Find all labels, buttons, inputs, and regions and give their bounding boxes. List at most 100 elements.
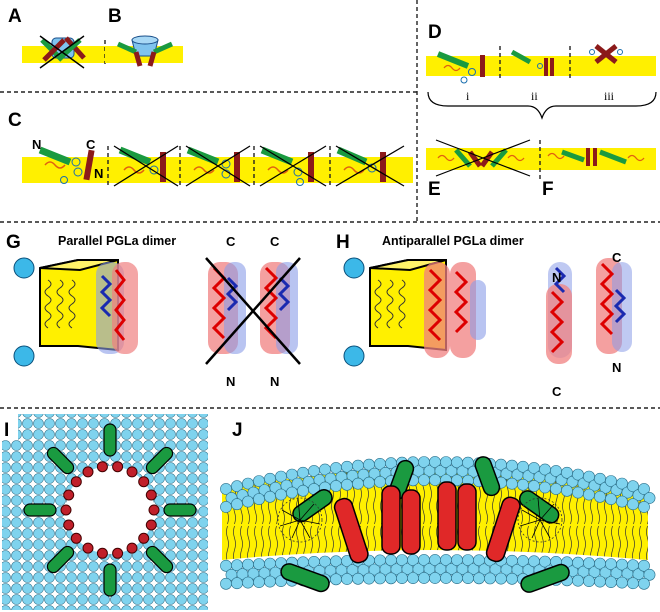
pore-bead — [138, 532, 150, 544]
headgroup — [506, 477, 518, 490]
title-antiparallel: Antiparallel PGLa dimer — [382, 234, 524, 248]
pore-beads — [60, 461, 160, 559]
pore-bead — [126, 466, 138, 478]
c-config-4 — [259, 145, 327, 187]
micelle-left — [277, 497, 323, 543]
headgroup — [616, 495, 628, 508]
svg-text:C: C — [86, 137, 96, 152]
pore-helix — [23, 503, 57, 517]
g-c-right: C — [270, 234, 280, 249]
panel-label-e: E — [428, 179, 441, 200]
h-c-left: C — [552, 384, 562, 399]
headgroup — [253, 493, 265, 505]
sublabel-iii: iii — [604, 89, 615, 103]
headgroup — [517, 478, 529, 491]
panel-j: J — [220, 420, 656, 593]
headgroup — [374, 572, 386, 585]
headgroup — [286, 486, 298, 499]
cross-mark-a — [39, 35, 85, 69]
pore-bead — [96, 461, 108, 473]
headgroup — [330, 480, 342, 492]
headgroup — [462, 572, 474, 584]
headgroup — [572, 486, 584, 499]
pore-helices-j — [280, 456, 570, 593]
headgroup — [264, 575, 276, 588]
headgroup — [561, 484, 573, 497]
headgroup — [396, 572, 408, 584]
pore-helix — [145, 446, 174, 475]
pore-helix — [163, 503, 197, 517]
headgroup — [484, 572, 496, 585]
pore-bead — [138, 476, 150, 488]
headgroup — [352, 477, 364, 490]
headgroup — [583, 575, 595, 587]
pore-bead — [63, 489, 75, 501]
tetramer-b — [116, 35, 174, 67]
pore-bead — [82, 542, 94, 554]
title-parallel: Parallel PGLa dimer — [58, 234, 176, 248]
panel-dividers — [0, 0, 660, 409]
pore-helix — [46, 446, 75, 475]
headgroup — [638, 577, 650, 590]
headgroup — [429, 572, 441, 584]
headgroup — [638, 501, 650, 513]
panel-label-h: H — [336, 232, 350, 253]
headgroup — [220, 501, 232, 513]
headgroup — [627, 577, 639, 590]
pore-i — [66, 466, 154, 554]
h-n-right: N — [612, 360, 621, 375]
headgroup — [616, 576, 628, 589]
panel-label-b: B — [108, 6, 122, 27]
pore-bead — [96, 547, 108, 559]
c-config-3 — [185, 145, 251, 187]
helix-dimer-g-left — [96, 262, 138, 354]
brace-d — [427, 91, 657, 120]
panel-b: B — [104, 6, 183, 67]
panel-i: I — [2, 414, 208, 610]
panel-ef: E F — [426, 139, 656, 200]
sublabel-i: i — [466, 89, 470, 103]
pore-helices — [23, 423, 197, 597]
svg-text:N: N — [32, 137, 41, 152]
headgroup — [643, 568, 656, 581]
pore-bead — [112, 547, 124, 559]
headgroup — [352, 572, 364, 585]
c-config-5 — [335, 145, 405, 187]
panel-label-j: J — [232, 420, 243, 441]
pore-bead — [145, 489, 157, 501]
headgroup — [220, 577, 232, 590]
headgroup — [418, 474, 430, 486]
headgroup — [363, 572, 375, 585]
pore-bead — [82, 466, 94, 478]
pore-helix — [46, 545, 75, 574]
headgroup — [341, 573, 353, 585]
g-c-left: C — [226, 234, 236, 249]
headgroup — [638, 483, 650, 495]
headgroup — [242, 495, 254, 508]
g-n-right: N — [270, 374, 279, 389]
headgroup — [418, 572, 430, 584]
headgroup — [330, 573, 342, 586]
headgroup — [506, 572, 518, 585]
tetramer-a — [40, 36, 86, 62]
headgroup — [429, 474, 441, 486]
d-config-iii — [589, 44, 623, 64]
micelle-right — [517, 497, 563, 543]
h-c-right: C — [612, 250, 622, 265]
helix-dimer-h-right — [546, 258, 632, 364]
headgroup — [594, 575, 606, 588]
panel-label-c: C — [8, 110, 22, 131]
headgroup — [231, 480, 243, 493]
panel-label-g: G — [6, 232, 21, 253]
pore-bead — [70, 532, 82, 544]
panel-g: G Parallel PGLa dimer — [6, 232, 301, 389]
panel-c: C N C N — [8, 110, 413, 187]
d-config-ii — [510, 49, 554, 76]
headgroup — [242, 477, 254, 490]
headgroup — [297, 484, 309, 497]
g-n-left: N — [226, 374, 235, 389]
headgroup — [275, 488, 287, 501]
panel-label-d: D — [428, 22, 442, 43]
headgroup — [643, 492, 656, 504]
